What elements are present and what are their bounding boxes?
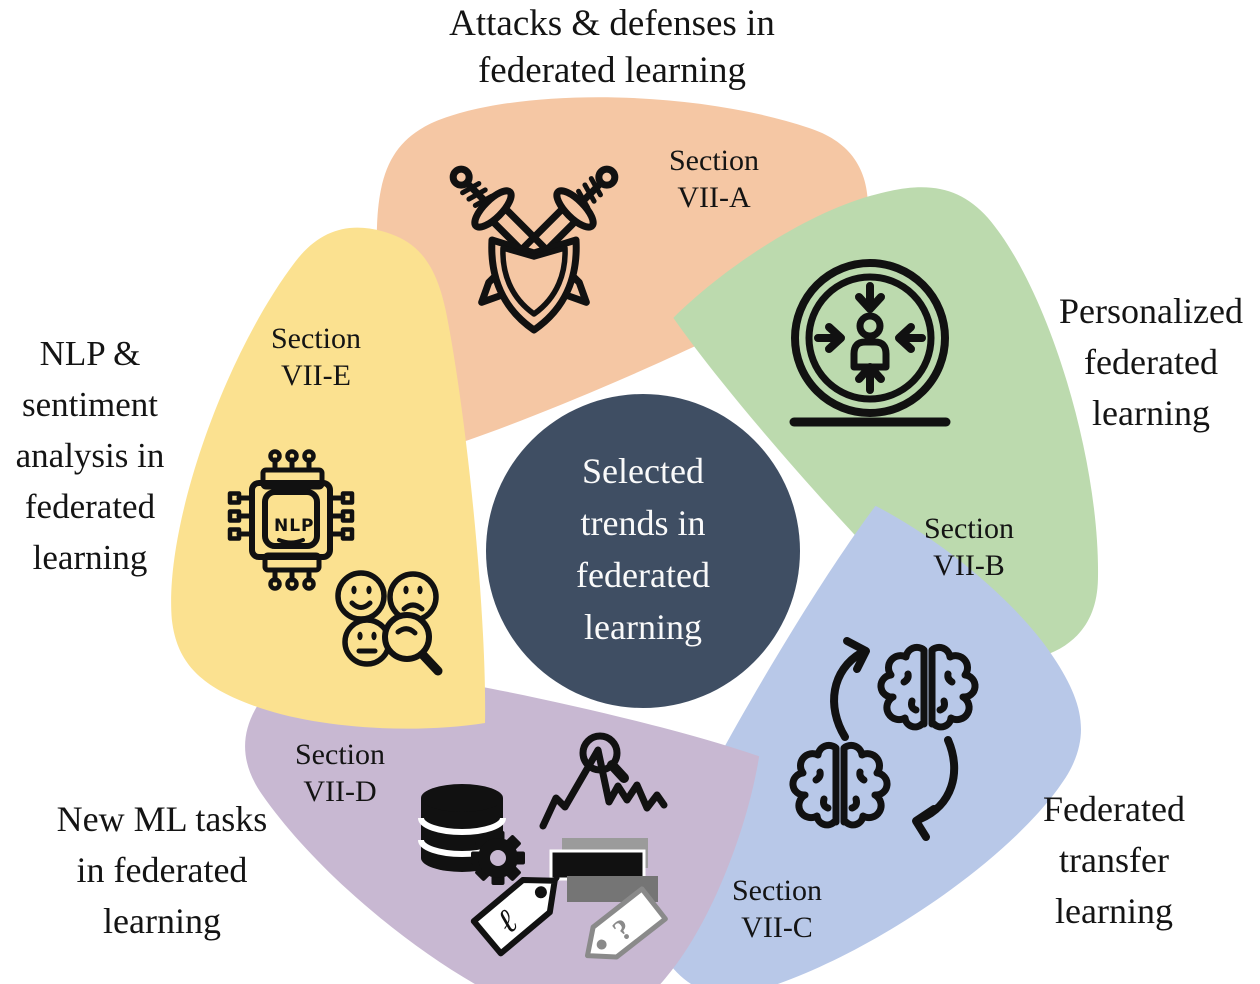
unknown-tag-icon: ? (584, 886, 668, 960)
petal-label-nlp-sentiment: NLP & sentiment analysis in federated le… (15, 334, 165, 577)
arrow-up-icon (830, 649, 865, 741)
section-ref-vii-c: Section VII-C (732, 874, 822, 944)
neutral-face-icon (342, 617, 392, 667)
person-icon (856, 312, 884, 340)
personalization-target-icon (789, 259, 951, 427)
section-ref-vii-a: Section VII-A (669, 144, 759, 214)
svg-text:NLP: NLP (274, 516, 315, 536)
crossed-swords-shield-icon (449, 165, 619, 334)
line-chart-icon (539, 746, 668, 830)
gear-icon (471, 831, 525, 885)
petal-label-transfer: Federated transfer learning (1043, 789, 1185, 931)
price-tag-icon: ℓ (470, 877, 558, 957)
center-title: Selected trends in federated learning (576, 451, 710, 647)
arrow-down-head-icon (912, 805, 938, 841)
brain-transfer-icon (793, 637, 975, 841)
section-ref-vii-d: Section VII-D (295, 738, 385, 808)
petal-label-new-ml-tasks: New ML tasks in federated learning (56, 799, 268, 941)
sentiment-magnifier-icon (382, 612, 443, 676)
nlp-chip-icon: NLP (227, 449, 355, 591)
sentiment-faces-icon (335, 570, 443, 676)
data-tasks-icon: ℓ ? (418, 732, 668, 960)
bar-black (549, 849, 646, 881)
petal-label-personalized: Personalized federated learning (1059, 291, 1243, 433)
section-ref-vii-e: Section VII-E (271, 322, 361, 392)
magnifier-icon (579, 732, 629, 783)
section-ref-vii-b: Section VII-B (924, 512, 1014, 582)
center-circle (486, 394, 800, 708)
shield-icon (488, 236, 580, 334)
arrow-up-head-icon (843, 637, 870, 673)
happy-face-icon (335, 570, 387, 622)
petal-label-attacks-defenses: Attacks & defenses in federated learning (449, 3, 775, 91)
nlp-chip-emotions-icon: NLP (227, 449, 443, 676)
